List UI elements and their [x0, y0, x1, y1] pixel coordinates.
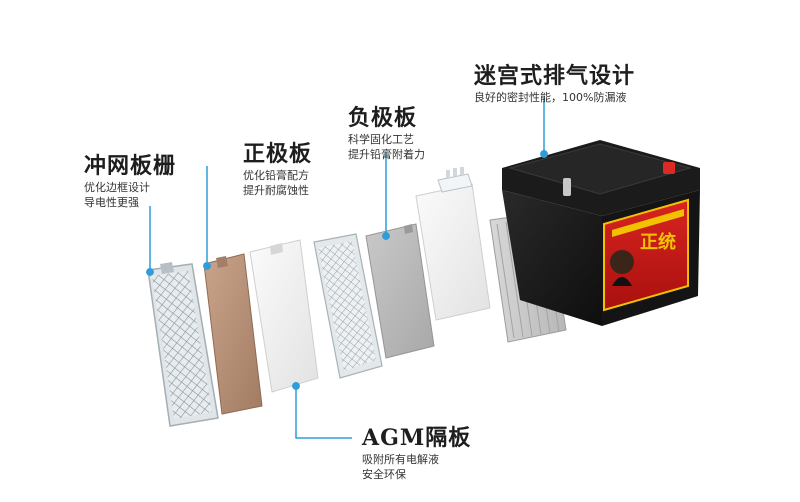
- agm-separator-sheet: [249, 239, 319, 393]
- punched-grid-plate: [147, 262, 219, 427]
- label-agm-separator: AGM隔板 吸附所有电解液 安全环保: [362, 420, 471, 482]
- callout-dot-negative: [382, 232, 390, 240]
- callout-line-agm: [295, 386, 352, 439]
- desc-positive-plate: 优化铅膏配方 提升耐腐蚀性: [243, 169, 309, 197]
- brand-label: 正统: [640, 231, 676, 253]
- title-agm-separator: AGM隔板: [362, 425, 472, 451]
- desc-negative-plate: 科学固化工艺 提升铅膏附着力: [348, 133, 425, 161]
- callout-dot-grid: [146, 268, 154, 276]
- title-punched-grid: 冲网板栅: [84, 153, 177, 179]
- desc-punched-grid: 优化边框设计 导电性更强: [84, 181, 150, 209]
- callout-dot-agm: [292, 382, 300, 390]
- callout-dot-vent: [540, 150, 548, 158]
- vent-cap: [437, 167, 473, 193]
- positive-plate: [203, 253, 263, 415]
- label-vent-design: 迷宫式排气设计 良好的密封性能，100%防漏液: [474, 58, 635, 105]
- callout-lines: [146, 98, 548, 439]
- battery-box: 正统: [502, 140, 700, 326]
- label-negative-plate: 负极板 科学固化工艺 提升铅膏附着力: [348, 100, 425, 162]
- title-negative-plate: 负极板: [348, 105, 418, 131]
- label-positive-plate: 正极板 优化铅膏配方 提升耐腐蚀性: [243, 136, 312, 198]
- negative-plate: [365, 223, 435, 359]
- callout-dot-positive: [203, 262, 211, 270]
- desc-agm-separator: 吸附所有电解液 安全环保: [362, 453, 439, 481]
- title-vent-design: 迷宫式排气设计: [474, 63, 636, 89]
- punched-grid-plate-2: [313, 233, 383, 379]
- desc-vent-design: 良好的密封性能，100%防漏液: [474, 91, 627, 104]
- label-punched-grid: 冲网板栅 优化边框设计 导电性更强: [84, 148, 176, 210]
- title-positive-plate: 正极板: [243, 141, 313, 167]
